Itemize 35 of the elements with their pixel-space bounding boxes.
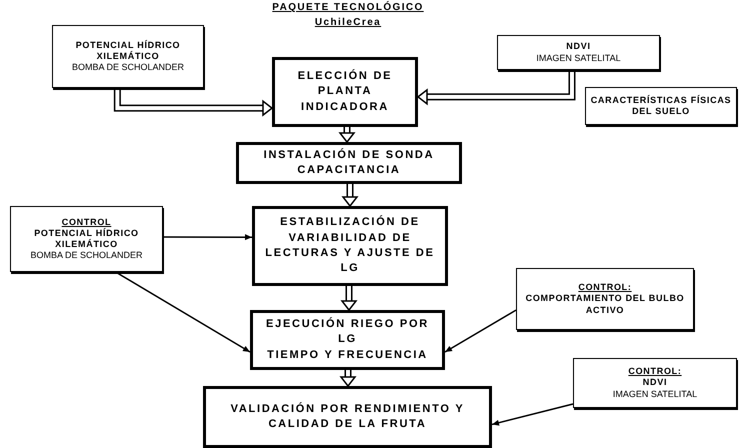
process-box: [252, 206, 448, 286]
box-text: POTENCIAL HÍDRICO XILEMÁTICO: [74, 40, 182, 62]
box-text: CONTROL:: [578, 282, 632, 294]
process-box: [497, 35, 660, 70]
box-text: VALIDACIÓN POR RENDIMIENTO Y CALIDAD DE LA FRUTA: [230, 402, 466, 432]
box-text: NDVI: [566, 41, 591, 52]
arrow: [492, 403, 574, 426]
box-subtext: BOMBA DE SCHOLANDER: [72, 62, 184, 74]
box-text: CONTROL:: [628, 366, 682, 378]
process-box: [10, 206, 163, 272]
process-box: [573, 358, 737, 408]
box-text: ESTABILIZACIÓN DE VARIABILIDAD DE LECTURAS Y AJUSTE DE LG: [264, 215, 436, 276]
process-box: [203, 386, 492, 448]
arrow: [444, 310, 516, 353]
box-text: CONTROL: [62, 216, 112, 228]
box-subtext: IMAGEN SATELITAL: [612, 388, 698, 400]
box-text: TIEMPO Y FRECUENCIA: [267, 348, 428, 363]
box-subtext: IMAGEN SATELITAL: [536, 52, 621, 64]
box-text: NDVI: [642, 377, 668, 389]
process-box: [236, 142, 462, 184]
process-box: [516, 268, 694, 330]
box-text: CARACTERÍSTICAS FÍSICAS DEL SUELO: [590, 94, 732, 118]
box-subtext: BOMBA DE SCHOLANDER: [30, 250, 143, 262]
process-box: [250, 310, 445, 370]
process-box: [52, 25, 204, 88]
process-box: [272, 57, 418, 127]
arrow: [115, 271, 250, 353]
box-text: EJECUCIÓN RIEGO POR LG: [264, 316, 430, 348]
process-box: [585, 87, 737, 125]
arrow: [163, 234, 252, 240]
box-text: POTENCIAL HÍDRICO XILEMÁTICO: [33, 228, 140, 250]
box-text: COMPORTAMIENTO DEL BULBO ACTIVO: [524, 293, 686, 316]
box-text: INSTALACIÓN DE SONDA CAPACITANCIA: [262, 148, 436, 178]
box-text: ELECCIÓN DE PLANTA INDICADORA: [296, 68, 394, 115]
diagram-title: PAQUETE TECNOLÓGICO UchileCrea: [271, 1, 425, 30]
